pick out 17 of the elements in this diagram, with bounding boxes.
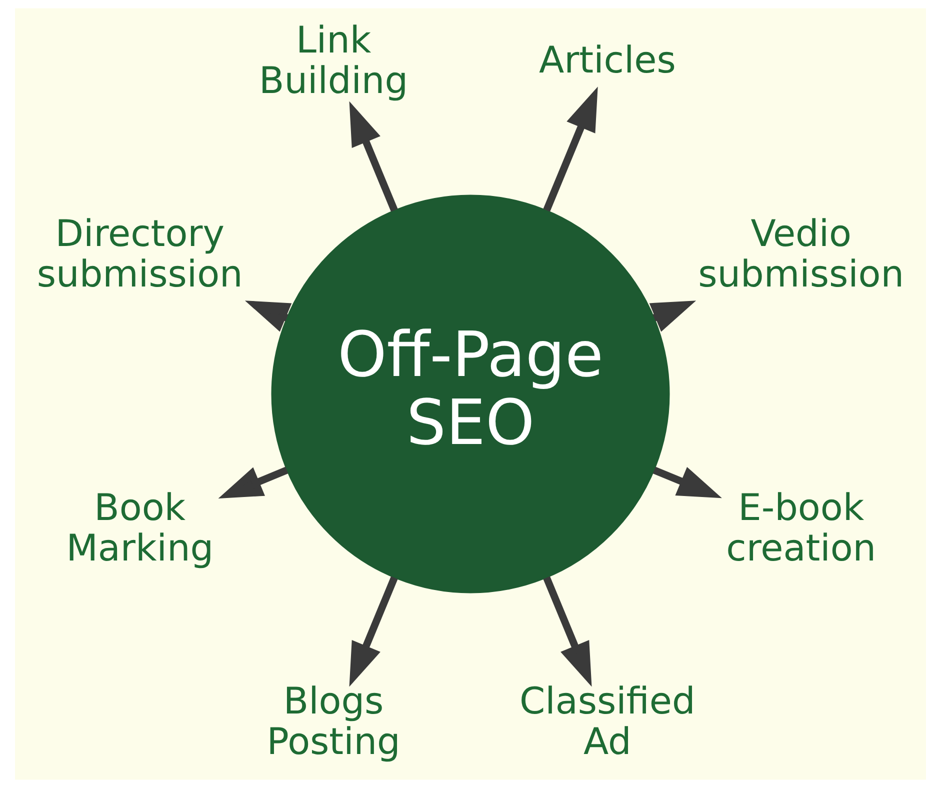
arrow [218,466,288,498]
node-text: Directory submission [36,212,242,296]
node-text: Vedio submission [698,212,904,296]
arrow [244,300,292,332]
node-circle: Off-Page SEO [270,194,670,594]
arrow [348,576,398,687]
arrow [348,101,398,212]
node-text: Link Building [258,18,408,102]
node-text: E-book creation [726,486,876,570]
arrow [542,576,592,687]
node-text: Book Marking [66,486,214,570]
node-text: Blogs Posting [266,680,400,763]
node-text: Classified Ad [519,680,695,763]
node-text: Articles [538,38,676,82]
arrow [648,300,696,332]
arrow [652,466,722,498]
arrow [542,86,598,212]
